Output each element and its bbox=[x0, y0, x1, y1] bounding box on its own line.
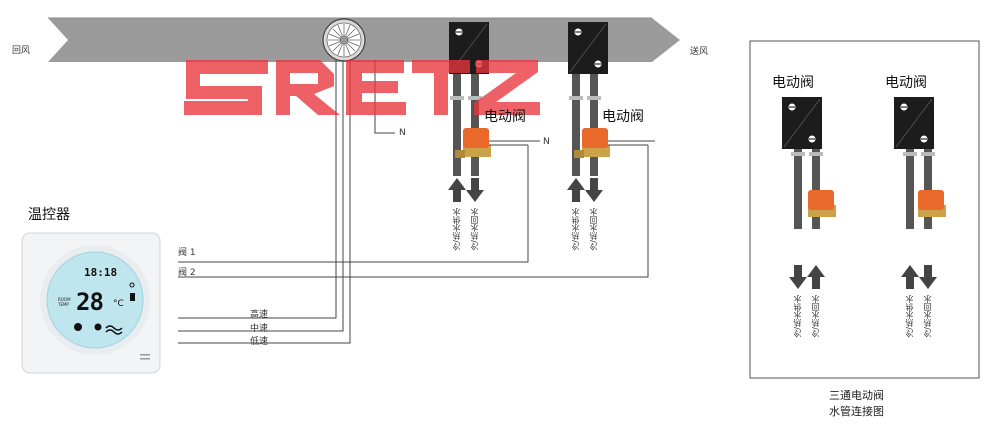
fan-icon bbox=[322, 18, 366, 62]
valve-label-d: 电动阀 bbox=[885, 75, 927, 91]
speed-high-label: 高速 bbox=[250, 310, 269, 320]
pipe-return-label-4: 冷/热水回水 bbox=[923, 295, 932, 338]
panel-actuator-2 bbox=[894, 97, 946, 229]
valve-label-b: 电动阀 bbox=[602, 109, 644, 125]
flow-arrows-1 bbox=[448, 178, 484, 202]
flow-arrows-2 bbox=[567, 178, 603, 202]
valve-label-c: 电动阀 bbox=[772, 75, 814, 91]
motorized-valve-2 bbox=[574, 128, 648, 158]
valve-1-wire-label: 阀 1 bbox=[178, 248, 196, 258]
retz-watermark bbox=[184, 60, 540, 115]
pipe-supply-label-3: 冷/热水供水 bbox=[793, 295, 802, 338]
thermostat-unit: °C bbox=[113, 299, 124, 309]
pipe-supply-label-4: 冷/热水供水 bbox=[905, 295, 914, 338]
fan-wires bbox=[178, 60, 395, 344]
pipe-supply-label-1: 冷/热水供水 bbox=[452, 208, 461, 251]
panel-actuator-1 bbox=[782, 97, 836, 229]
duct-actuator-2 bbox=[568, 22, 608, 74]
panel-flow-arrows bbox=[789, 265, 937, 289]
caption-line1: 三通电动阀 bbox=[829, 389, 884, 402]
caption-line2: 水管连接图 bbox=[829, 405, 884, 418]
return-air-label: 回风 bbox=[12, 46, 31, 56]
pipe-return-label-1: 冷/热水回水 bbox=[470, 208, 479, 251]
valve-2-wire-label: 阀 2 bbox=[178, 268, 196, 278]
thermostat-label: 温控器 bbox=[28, 207, 70, 223]
pipe-return-label-2: 冷/热水回水 bbox=[589, 208, 598, 251]
pipe-return-label-3: 冷/热水回水 bbox=[811, 295, 820, 338]
pipe-pair-2 bbox=[569, 74, 601, 176]
pipe-supply-label-2: 冷/热水供水 bbox=[571, 208, 580, 251]
speed-mid-label: 中速 bbox=[250, 324, 269, 334]
thermostat-clock: 18:18 bbox=[84, 266, 118, 279]
supply-air-label: 送风 bbox=[690, 47, 709, 57]
thermostat-temperature: 28 bbox=[76, 288, 104, 316]
thermostat-room-label: ROOM TEMP bbox=[58, 297, 71, 307]
valve-wires bbox=[178, 140, 655, 278]
motorized-valve-1 bbox=[455, 128, 528, 158]
speed-low-label: 低速 bbox=[250, 337, 269, 347]
valve-label-a: 电动阀 bbox=[484, 109, 526, 125]
thermostat-device bbox=[21, 232, 161, 374]
pipe-pair-1 bbox=[450, 74, 482, 176]
neutral-fan-label: N bbox=[399, 128, 406, 138]
neutral-valve-label: N bbox=[543, 137, 550, 147]
